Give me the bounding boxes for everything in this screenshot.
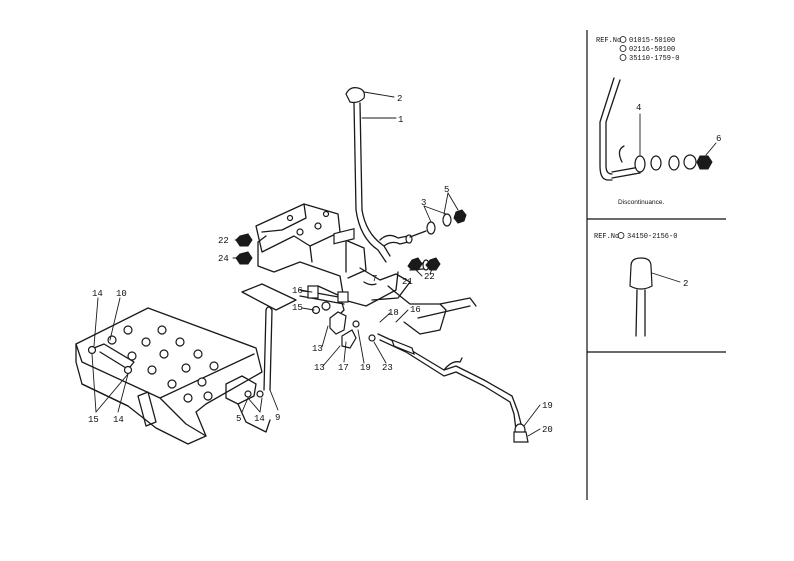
panel-top-callout-6: 6	[716, 134, 721, 144]
callout-10: 10	[116, 289, 127, 299]
callout-5-lower: 5	[236, 414, 241, 424]
callout-16-right: 16	[410, 305, 421, 315]
callout-13-upper: 13	[312, 344, 323, 354]
callout-22-right: 22	[424, 272, 435, 282]
panel-mid-callout-2: 2	[683, 279, 688, 289]
callout-21: 21	[402, 277, 413, 287]
callout-7: 7	[372, 274, 377, 284]
side-panel-frame	[586, 30, 726, 500]
ref-circle-d-icon	[617, 232, 625, 239]
panel-mid-ref-line: 34150-2156-0	[627, 233, 677, 241]
callout-16-left: 16	[292, 286, 303, 296]
lever-knob-icon	[345, 87, 365, 104]
callout-14-left: 14	[113, 415, 124, 425]
bolt-head-icon	[235, 251, 253, 265]
ref-circle-b-icon	[619, 45, 627, 52]
panel-top-ref-label: REF.No	[596, 37, 621, 45]
panel-top-ref-line-1: 01015-50100	[629, 37, 675, 45]
panel-top-ref-line-3: 35110-1759-0	[629, 55, 679, 63]
callout-18: 18	[388, 308, 399, 318]
nut-icon	[453, 209, 467, 224]
callout-14-right: 14	[254, 414, 265, 424]
washer-icon	[683, 154, 697, 170]
ref-circle-a-icon	[619, 36, 627, 43]
callout-22-left: 22	[218, 236, 229, 246]
callout-17: 17	[338, 363, 349, 373]
washer-icon	[634, 155, 646, 173]
callout-14-top: 14	[92, 289, 103, 299]
panel-top-discontinued: REF.No 01015-50100 02116-50100 35110-175…	[596, 36, 721, 206]
panel-top-callout-4: 4	[636, 103, 641, 113]
callout-1: 1	[398, 115, 403, 125]
callout-5-upper: 5	[444, 185, 449, 195]
callout-20: 20	[542, 425, 553, 435]
callout-15-center: 15	[292, 303, 303, 313]
panel-mid-ref-label: REF.No	[594, 233, 619, 241]
panel-top-note: Discontinuance.	[618, 199, 664, 206]
main-assembly: 2 1 3 5 7 22 24 21 22 14 10 16 15 16 18 …	[75, 87, 553, 445]
callout-15-left: 15	[88, 415, 99, 425]
callout-24: 24	[218, 254, 229, 264]
panel-mid-knob: REF.No 34150-2156-0 2	[594, 232, 688, 337]
callout-2: 2	[397, 94, 402, 104]
callout-19-right: 19	[542, 401, 553, 411]
callout-3: 3	[421, 198, 426, 208]
callout-13-lower: 13	[314, 363, 325, 373]
callout-9: 9	[275, 413, 280, 423]
bolt-head-icon	[407, 257, 423, 271]
nut-icon	[425, 257, 441, 271]
callout-19-center: 19	[360, 363, 371, 373]
ref-circle-c-icon	[619, 54, 627, 61]
panel-top-ref-line-2: 02116-50100	[629, 46, 675, 54]
nut-icon	[696, 155, 713, 170]
washer-icon	[668, 155, 680, 171]
callout-23: 23	[382, 363, 393, 373]
lever-knob-icon	[629, 257, 653, 290]
washer-icon	[650, 155, 662, 171]
